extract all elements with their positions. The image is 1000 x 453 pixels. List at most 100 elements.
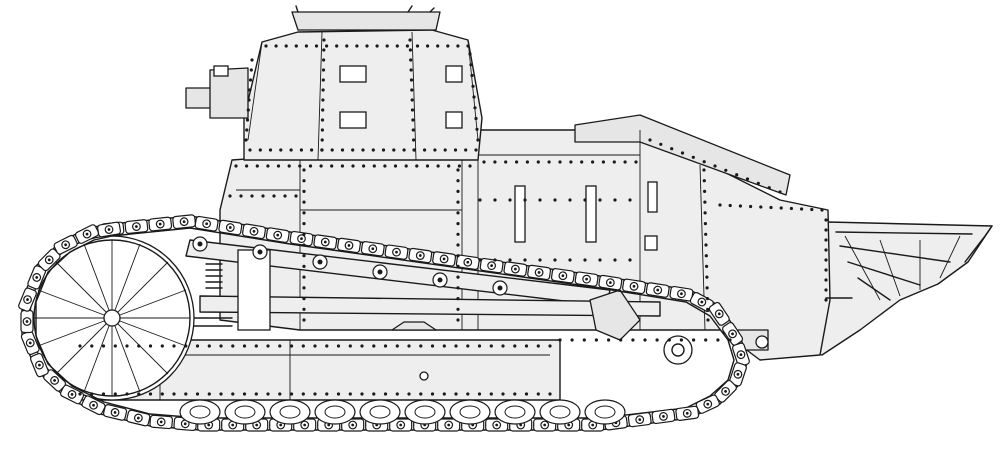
rivet (706, 318, 710, 322)
rivet (456, 222, 460, 226)
rivet (456, 179, 460, 183)
rivet (365, 44, 369, 48)
track-link (408, 247, 433, 264)
rivet (570, 338, 574, 342)
rivet (330, 164, 334, 168)
rivet (407, 344, 411, 348)
rivet (148, 392, 153, 396)
rivet (471, 84, 475, 88)
rivet (101, 392, 106, 396)
rivet (704, 338, 708, 342)
rivet (395, 44, 399, 48)
rivet (443, 148, 447, 152)
rivet (195, 392, 200, 396)
rivet (538, 198, 542, 202)
rivet (456, 200, 460, 204)
rivet (423, 148, 427, 152)
rivet (493, 198, 497, 202)
track-link (126, 409, 151, 427)
track-link (124, 219, 149, 234)
rivet (524, 392, 529, 396)
rivet (411, 118, 415, 122)
return-roller (372, 264, 388, 280)
rivet (442, 392, 446, 396)
road-wheel (314, 399, 356, 425)
rivet (702, 179, 706, 183)
track-link (432, 251, 457, 267)
rivet (735, 173, 739, 177)
rivet (598, 258, 602, 262)
track-link (651, 408, 676, 425)
track-link (622, 278, 646, 295)
rivet (523, 198, 527, 202)
rivet (538, 258, 542, 262)
rivet (284, 44, 288, 48)
rivet (402, 148, 406, 152)
rivet (769, 205, 773, 210)
rivet (703, 222, 708, 226)
rivet (501, 344, 505, 348)
rivet (302, 297, 306, 301)
rivet (283, 194, 287, 198)
rivet (810, 207, 814, 212)
rivet (319, 164, 323, 168)
rivet (371, 148, 375, 152)
road-wheel (269, 399, 311, 425)
rivet (383, 164, 387, 168)
track-link (59, 384, 85, 405)
rivet (320, 148, 324, 152)
rivet (90, 344, 94, 348)
road-wheel (584, 399, 626, 425)
rivet (634, 160, 638, 164)
road-wheels (179, 236, 626, 425)
rivet (219, 392, 223, 396)
rivet (456, 264, 460, 268)
rivet (415, 164, 419, 168)
rivet (340, 164, 344, 168)
track-link (18, 287, 37, 312)
rivet (756, 181, 760, 185)
rivet (362, 164, 366, 168)
rivet (703, 189, 707, 193)
track-link (550, 268, 575, 284)
rivet (558, 338, 562, 342)
road-wheel (359, 399, 401, 425)
rivet (410, 88, 414, 92)
rivet (713, 164, 717, 168)
rivet (258, 148, 262, 152)
rivet (477, 392, 482, 396)
rivet (703, 200, 707, 204)
rivet (137, 344, 141, 348)
tail-skid (807, 221, 993, 356)
rivet (325, 392, 329, 396)
rivet (598, 198, 602, 202)
rivet (569, 160, 573, 164)
track-link (194, 215, 219, 232)
rivet (466, 44, 470, 48)
rivet (692, 338, 696, 342)
rivet (302, 264, 306, 268)
rivet (302, 222, 306, 226)
rivet (409, 68, 413, 72)
rivet (302, 189, 306, 193)
rivet (548, 392, 552, 396)
rivet (508, 258, 512, 262)
rivet (242, 344, 247, 348)
rivet (298, 164, 302, 168)
rivet (456, 254, 460, 258)
track-link (695, 394, 720, 414)
rivet (302, 254, 306, 258)
rivet (244, 138, 248, 142)
rivet (313, 344, 317, 348)
track-link (485, 418, 509, 432)
track-link (574, 271, 599, 287)
rivet (631, 338, 635, 342)
rivet (476, 138, 480, 142)
rivet (670, 147, 674, 151)
track-link (149, 414, 174, 430)
rivet (90, 392, 94, 396)
rivet (454, 392, 458, 396)
rivet (113, 344, 117, 348)
rivet (412, 148, 416, 152)
rivet (601, 160, 606, 164)
